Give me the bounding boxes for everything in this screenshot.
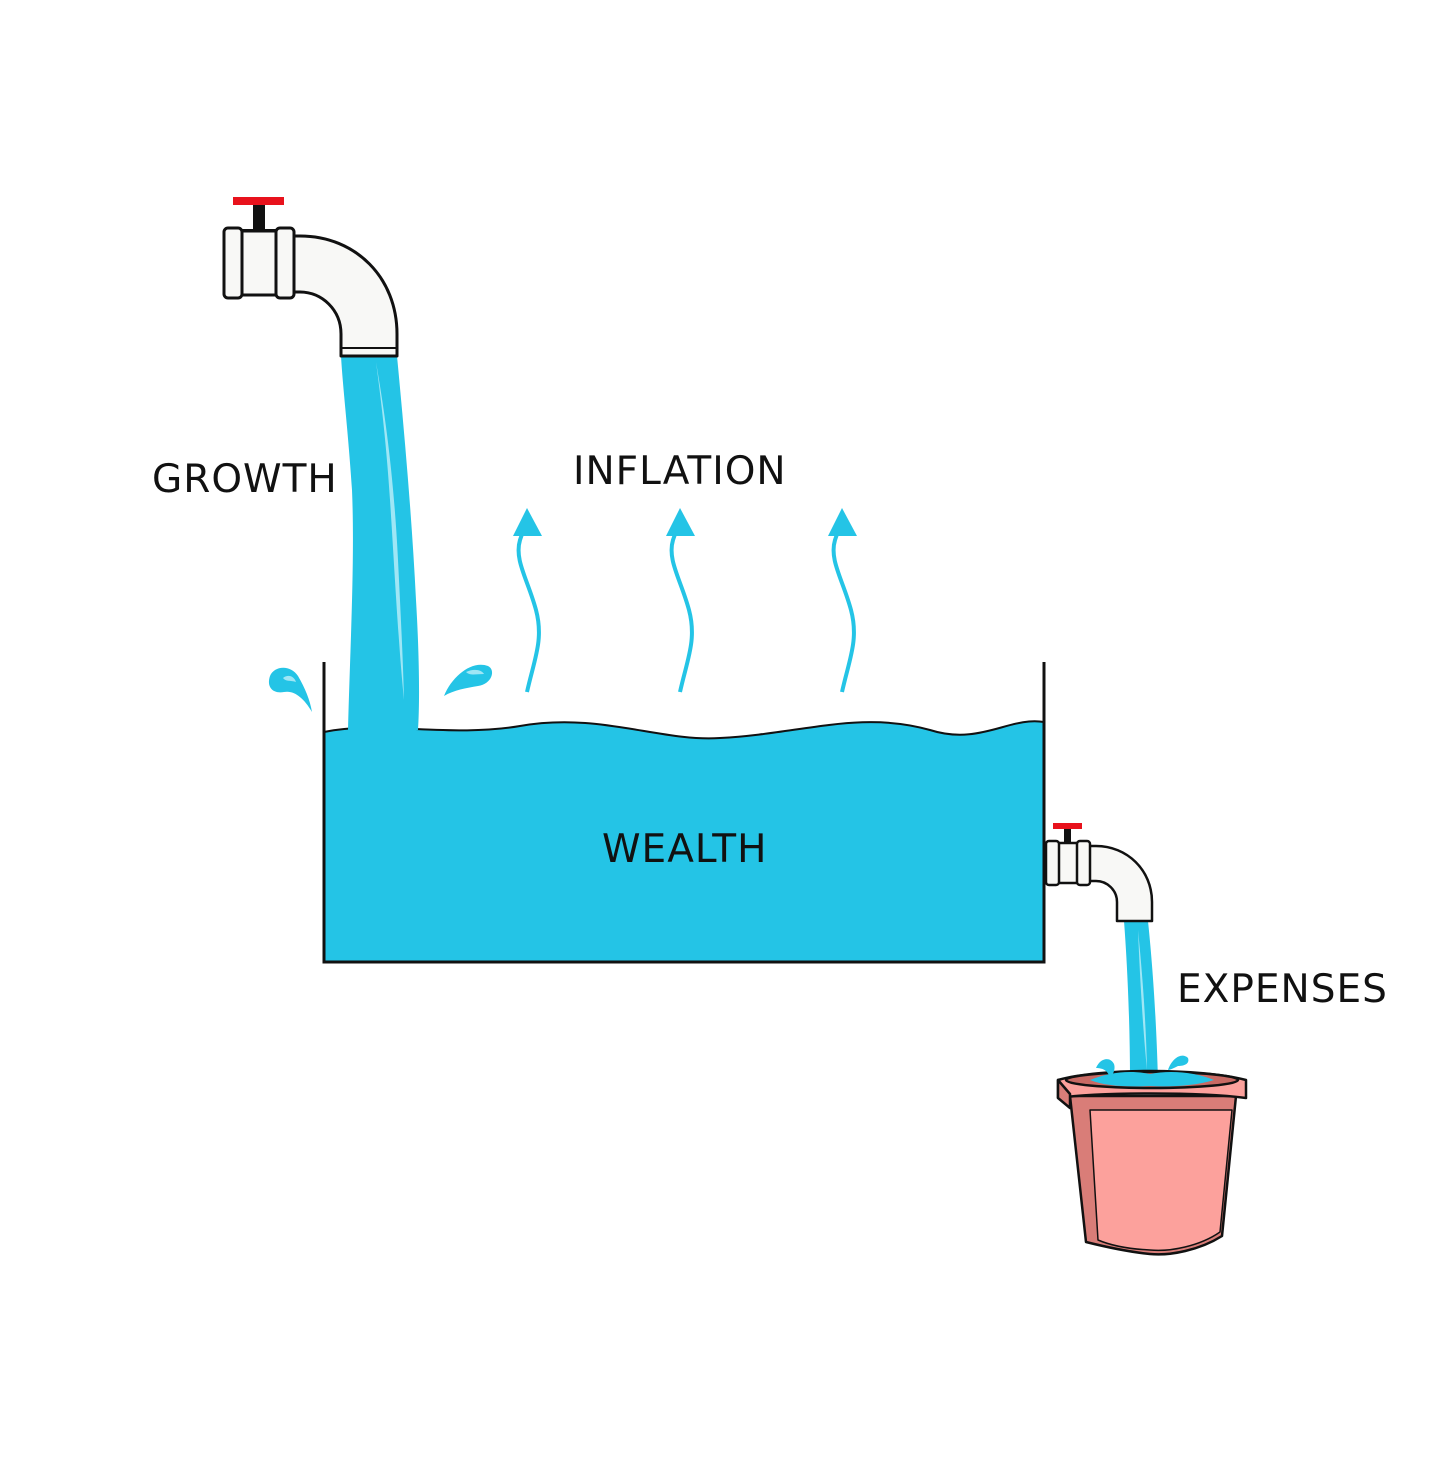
bucket-rim-side [1056, 1078, 1072, 1110]
expenses-water-stream [1124, 921, 1158, 1080]
growth-label: GROWTH [152, 457, 338, 502]
bucket-water [1090, 1072, 1214, 1087]
wealth-label: WEALTH [602, 827, 768, 872]
tank-walls [322, 662, 1046, 964]
bucket-icon [1056, 1069, 1248, 1256]
wavy-up-arrow-icon [828, 508, 857, 693]
bucket-splash-droplets [1096, 1055, 1189, 1078]
inflation-arrows [513, 508, 857, 693]
pipe-elbow [276, 234, 399, 358]
valve-stem [253, 205, 265, 231]
water-tap-icon [222, 197, 399, 358]
valve-handle-bar [1053, 823, 1082, 829]
water-surface-line [323, 720, 1045, 740]
wealth-tank [322, 662, 1046, 964]
pipe-flange-left [1044, 839, 1061, 887]
pipe-flange-right [274, 226, 296, 300]
pipe-flange-left [222, 226, 244, 300]
water-tap-icon [1044, 823, 1154, 923]
pipe-elbow [1080, 844, 1154, 923]
valve-handle-bar [233, 197, 284, 205]
expenses-label: EXPENSES [1177, 967, 1388, 1012]
inflation-label: INFLATION [573, 449, 787, 494]
bucket-front [1089, 1109, 1233, 1252]
pipe-body [238, 229, 282, 297]
tank-water [324, 721, 1044, 962]
valve-stem [1064, 829, 1071, 844]
wavy-up-arrow-icon [513, 508, 542, 693]
pipe-flange-right [1075, 839, 1092, 887]
splash-droplets [268, 664, 493, 712]
wavy-up-arrow-icon [666, 508, 695, 693]
growth-water-stream [341, 356, 420, 730]
